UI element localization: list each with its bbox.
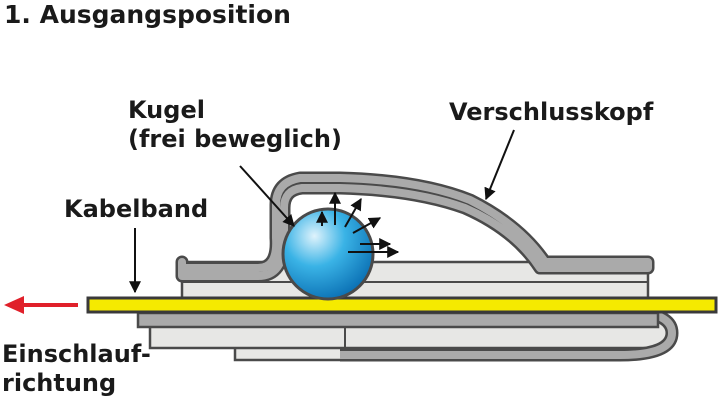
ball — [281, 207, 375, 301]
cable-tie-band — [86, 296, 718, 314]
housing-lower — [136, 304, 679, 362]
label-ball: Kugel (frei beweglich) — [128, 96, 342, 154]
label-insertion-direction: Einschlauf- richtung — [2, 340, 151, 398]
leader-lines — [129, 129, 515, 294]
label-insertion-line2: richtung — [2, 369, 117, 397]
insertion-direction-arrow — [4, 296, 78, 314]
force-arrows — [316, 191, 400, 258]
closure-head — [175, 171, 655, 283]
diagram-title: 1. Ausgangsposition — [4, 0, 291, 29]
label-ball-line2: (frei beweglich) — [128, 125, 342, 153]
label-closure-head: Verschlusskopf — [449, 98, 654, 126]
label-ball-line1: Kugel — [128, 96, 205, 124]
label-cable-tie: Kabelband — [64, 195, 209, 223]
label-insertion-line1: Einschlauf- — [2, 340, 151, 368]
